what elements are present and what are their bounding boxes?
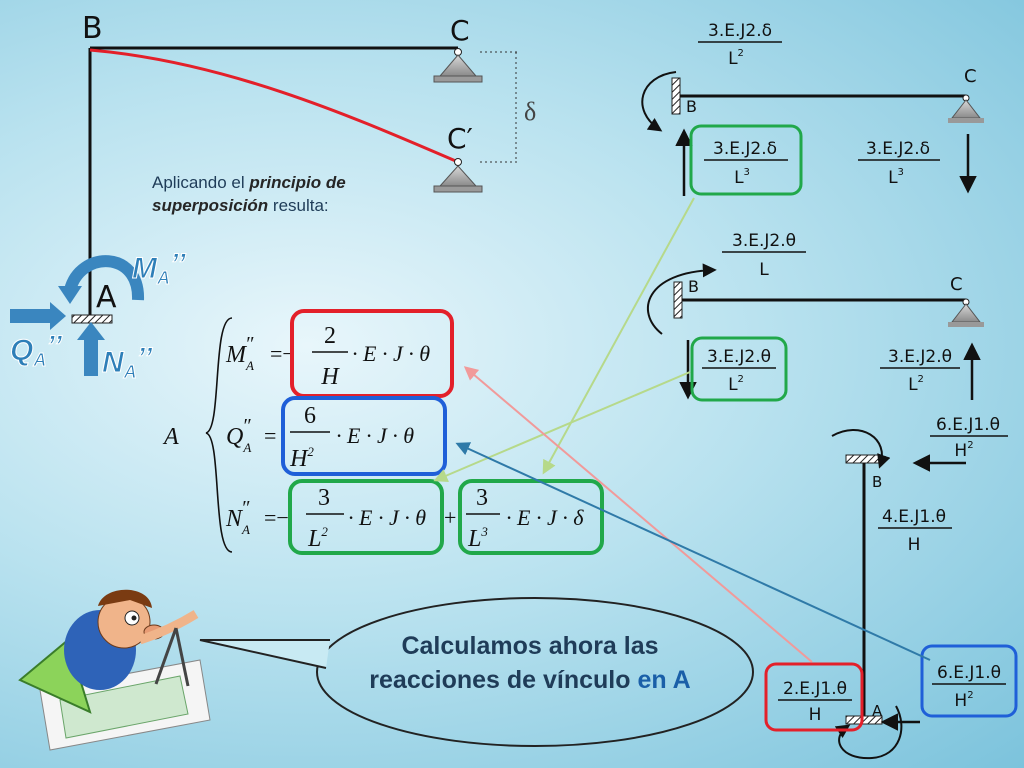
svg-text:3.E.J2.δ: 3.E.J2.δ (713, 139, 777, 159)
shear-arrow-A (10, 309, 50, 323)
svg-text:2: 2 (324, 323, 336, 349)
svg-text:· E · J · θ: · E · J · θ (336, 423, 414, 448)
svg-text:L3: L3 (467, 524, 488, 552)
fixed-support-A (71, 314, 113, 324)
superposition-caption: Aplicando el principio de superposición … (152, 172, 422, 218)
svg-text:=: = (264, 423, 276, 448)
label-C-mid: C (950, 274, 963, 295)
svg-text:3.E.J2.θ: 3.E.J2.θ (707, 347, 771, 367)
svg-text:H2: H2 (289, 444, 314, 472)
normal-reaction-label: NA’’ (102, 342, 153, 382)
svg-text:=−: =− (264, 505, 289, 530)
svg-text:L3: L3 (734, 167, 750, 188)
support-C-mid (948, 298, 984, 327)
svg-text:H2: H2 (954, 690, 973, 711)
svg-text:L3: L3 (888, 167, 904, 188)
label-A-column: A (872, 702, 883, 720)
shear-arrow-head (50, 302, 66, 330)
speech-bubble (199, 597, 754, 747)
svg-text:· E · J · δ: · E · J · δ (506, 505, 584, 530)
blue-connector (455, 442, 931, 661)
connector-arrows (433, 197, 931, 663)
red-connector (463, 366, 813, 663)
moment-reaction-label: MA’’ (132, 248, 186, 288)
blue-term-box (281, 396, 447, 476)
normal-arrow-head (77, 322, 105, 340)
svg-text:H: H (809, 705, 822, 725)
svg-text:L: L (759, 260, 769, 280)
svg-text:3: 3 (476, 485, 488, 511)
green-box-mid (690, 336, 788, 402)
beam-rotation-case: 3.E.J2.θ L B C 3.E.J2.θ L2 3.E.J2.θ L2 (646, 231, 984, 402)
svg-text:MA″: MA″ (225, 333, 254, 373)
svg-text:H: H (908, 535, 921, 555)
label-C: C (450, 14, 470, 47)
support-C-prime (433, 158, 483, 193)
svg-text:H: H (320, 364, 340, 390)
green-connector-mid (433, 371, 691, 483)
svg-text:2.E.J1.θ: 2.E.J1.θ (783, 679, 847, 699)
svg-text:QA″: QA″ (226, 415, 251, 455)
system-name: A (162, 424, 179, 450)
moment-arrow-head (58, 286, 82, 304)
frame-diagram: δ B C C′ A MA’’ QA’’ NA’’ (10, 11, 537, 383)
label-B: B (82, 11, 103, 46)
label-B-mid: B (688, 277, 699, 296)
svg-text:6: 6 (304, 403, 316, 429)
speech-bubble-text: Calculamos ahora las reacciones de víncu… (330, 630, 730, 698)
svg-text:H2: H2 (954, 440, 973, 461)
moment-den-top: L2 (728, 48, 744, 69)
blue-box-column (920, 644, 1018, 718)
column-case: B A 6.E.J1.θ H2 4.E.J1.θ H 2.E.J1.θ H 6.… (764, 415, 1018, 760)
svg-text:3.E.J2.θ: 3.E.J2.θ (732, 231, 796, 251)
label-A: A (96, 280, 117, 315)
svg-text:6.E.J1.θ: 6.E.J1.θ (937, 663, 1001, 683)
delta-label: δ (524, 97, 536, 126)
system-brace (205, 317, 233, 553)
svg-text:4.E.J1.θ: 4.E.J1.θ (882, 507, 946, 527)
bubble-line-2: reacciones de vínculo en A (330, 664, 730, 698)
label-B-top: B (686, 97, 697, 116)
svg-text:L2: L2 (908, 374, 924, 395)
svg-text:3.E.J2.δ: 3.E.J2.δ (866, 139, 930, 159)
moment-value-top: 3.E.J2.δ (708, 21, 772, 41)
normal-arrow-A (84, 338, 98, 376)
equation-row-shear: QA″ = 6 H2 · E · J · θ (226, 396, 447, 476)
svg-text:NA″: NA″ (225, 497, 250, 537)
equation-row-normal: NA″ =− 3 L2 · E · J · θ + 3 L3 · E · J ·… (225, 479, 604, 555)
caption-text-after: resulta: (268, 195, 329, 215)
support-C (433, 48, 483, 83)
beam-displacement-case: 3.E.J2.δ L2 B C 3.E.J2.δ L3 3.E.J2.δ L3 (641, 21, 984, 196)
caption-emphasis: principio de superposición (152, 173, 346, 215)
caption-text-before: Aplicando el (152, 173, 250, 192)
svg-text:L2: L2 (728, 374, 744, 395)
svg-text:· E · J · θ: · E · J · θ (348, 505, 426, 530)
equation-system: A MA″ =− 2 H · E · J · θ QA″ = 6 H2 · E … (162, 309, 604, 555)
moment-arrow-A (64, 255, 145, 301)
label-C-prime: C′ (447, 122, 473, 155)
engineer-illustration (18, 589, 211, 751)
svg-text:3: 3 (318, 485, 330, 511)
svg-text:· E · J · θ: · E · J · θ (352, 341, 430, 366)
svg-text:6.E.J1.θ: 6.E.J1.θ (936, 415, 1000, 435)
label-C-top: C (964, 66, 977, 87)
bubble-line-2b: en A (637, 665, 691, 694)
deflected-beam (89, 48, 459, 164)
green-term-box-1 (288, 479, 444, 555)
bubble-line-1: Calculamos ahora las (401, 632, 659, 660)
shear-reaction-label: QA’’ (10, 330, 63, 370)
svg-text:3.E.J2.θ: 3.E.J2.θ (888, 347, 952, 367)
svg-text:+: + (444, 505, 456, 530)
support-C-top (948, 94, 984, 123)
svg-text:L2: L2 (307, 524, 328, 552)
green-term-box-2 (458, 479, 604, 555)
green-connector-top (542, 197, 695, 475)
label-B-column: B (872, 473, 882, 491)
equation-row-moment: MA″ =− 2 H · E · J · θ (225, 309, 454, 398)
bubble-line-2a: reacciones de vínculo (369, 665, 638, 694)
green-box-top (689, 124, 803, 196)
red-box-column (764, 662, 864, 732)
